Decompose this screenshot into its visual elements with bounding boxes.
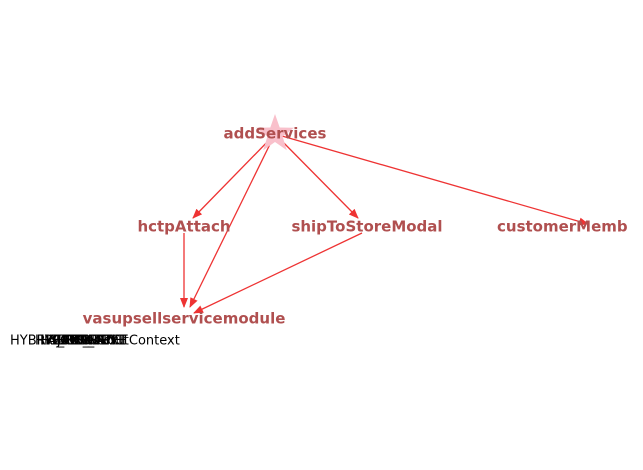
overlapping-label: CONFIG xyxy=(60,334,110,349)
edge-addServices-to-hctpAttach xyxy=(192,133,276,219)
node-label-vasupsellservicemodule: vasupsellservicemodule xyxy=(83,310,286,328)
overlapping-label: HYBRIS_API xyxy=(40,334,115,349)
overlapping-label: RESPONSIVE xyxy=(44,334,127,349)
labels-layer: addServices hctpAttach shipToStoreModal cus… xyxy=(83,125,628,328)
node-label-hctpAttach: hctpAttach xyxy=(137,218,230,236)
edge-addServices-to-vasupsellservicemodule xyxy=(189,133,276,308)
overlapping-label: USER xyxy=(56,334,91,349)
node-label-customerMember: customerMemb xyxy=(497,218,628,236)
edge-addServices-to-shipToStoreModal xyxy=(274,133,359,219)
edge-addServices-to-customerMember xyxy=(274,133,589,226)
overlapping-label: PRODUCT xyxy=(64,334,128,349)
overlapping-label: HYBRIS_CONTEXT xyxy=(10,334,126,349)
node-label-shipToStoreModal: shipToStoreModal xyxy=(291,218,442,236)
overlapping-label: HYBRIS_PATH xyxy=(35,334,122,349)
overlapping-label: checkoutContext xyxy=(70,334,180,349)
edge-shipToStoreModal-to-vasupsellservicemodule xyxy=(193,232,363,314)
overlapping-labels-layer: HYBRIS_CONTEXTHYBRIS_PATHHYBRIS_APIRESPO… xyxy=(10,334,180,349)
root-node-star-icon xyxy=(256,114,294,151)
edges-layer xyxy=(180,133,589,314)
overlapping-label: AJAX xyxy=(48,334,78,349)
node-label-addServices: addServices xyxy=(224,125,327,143)
overlapping-label: CART xyxy=(52,334,86,349)
star-layer xyxy=(256,114,294,151)
